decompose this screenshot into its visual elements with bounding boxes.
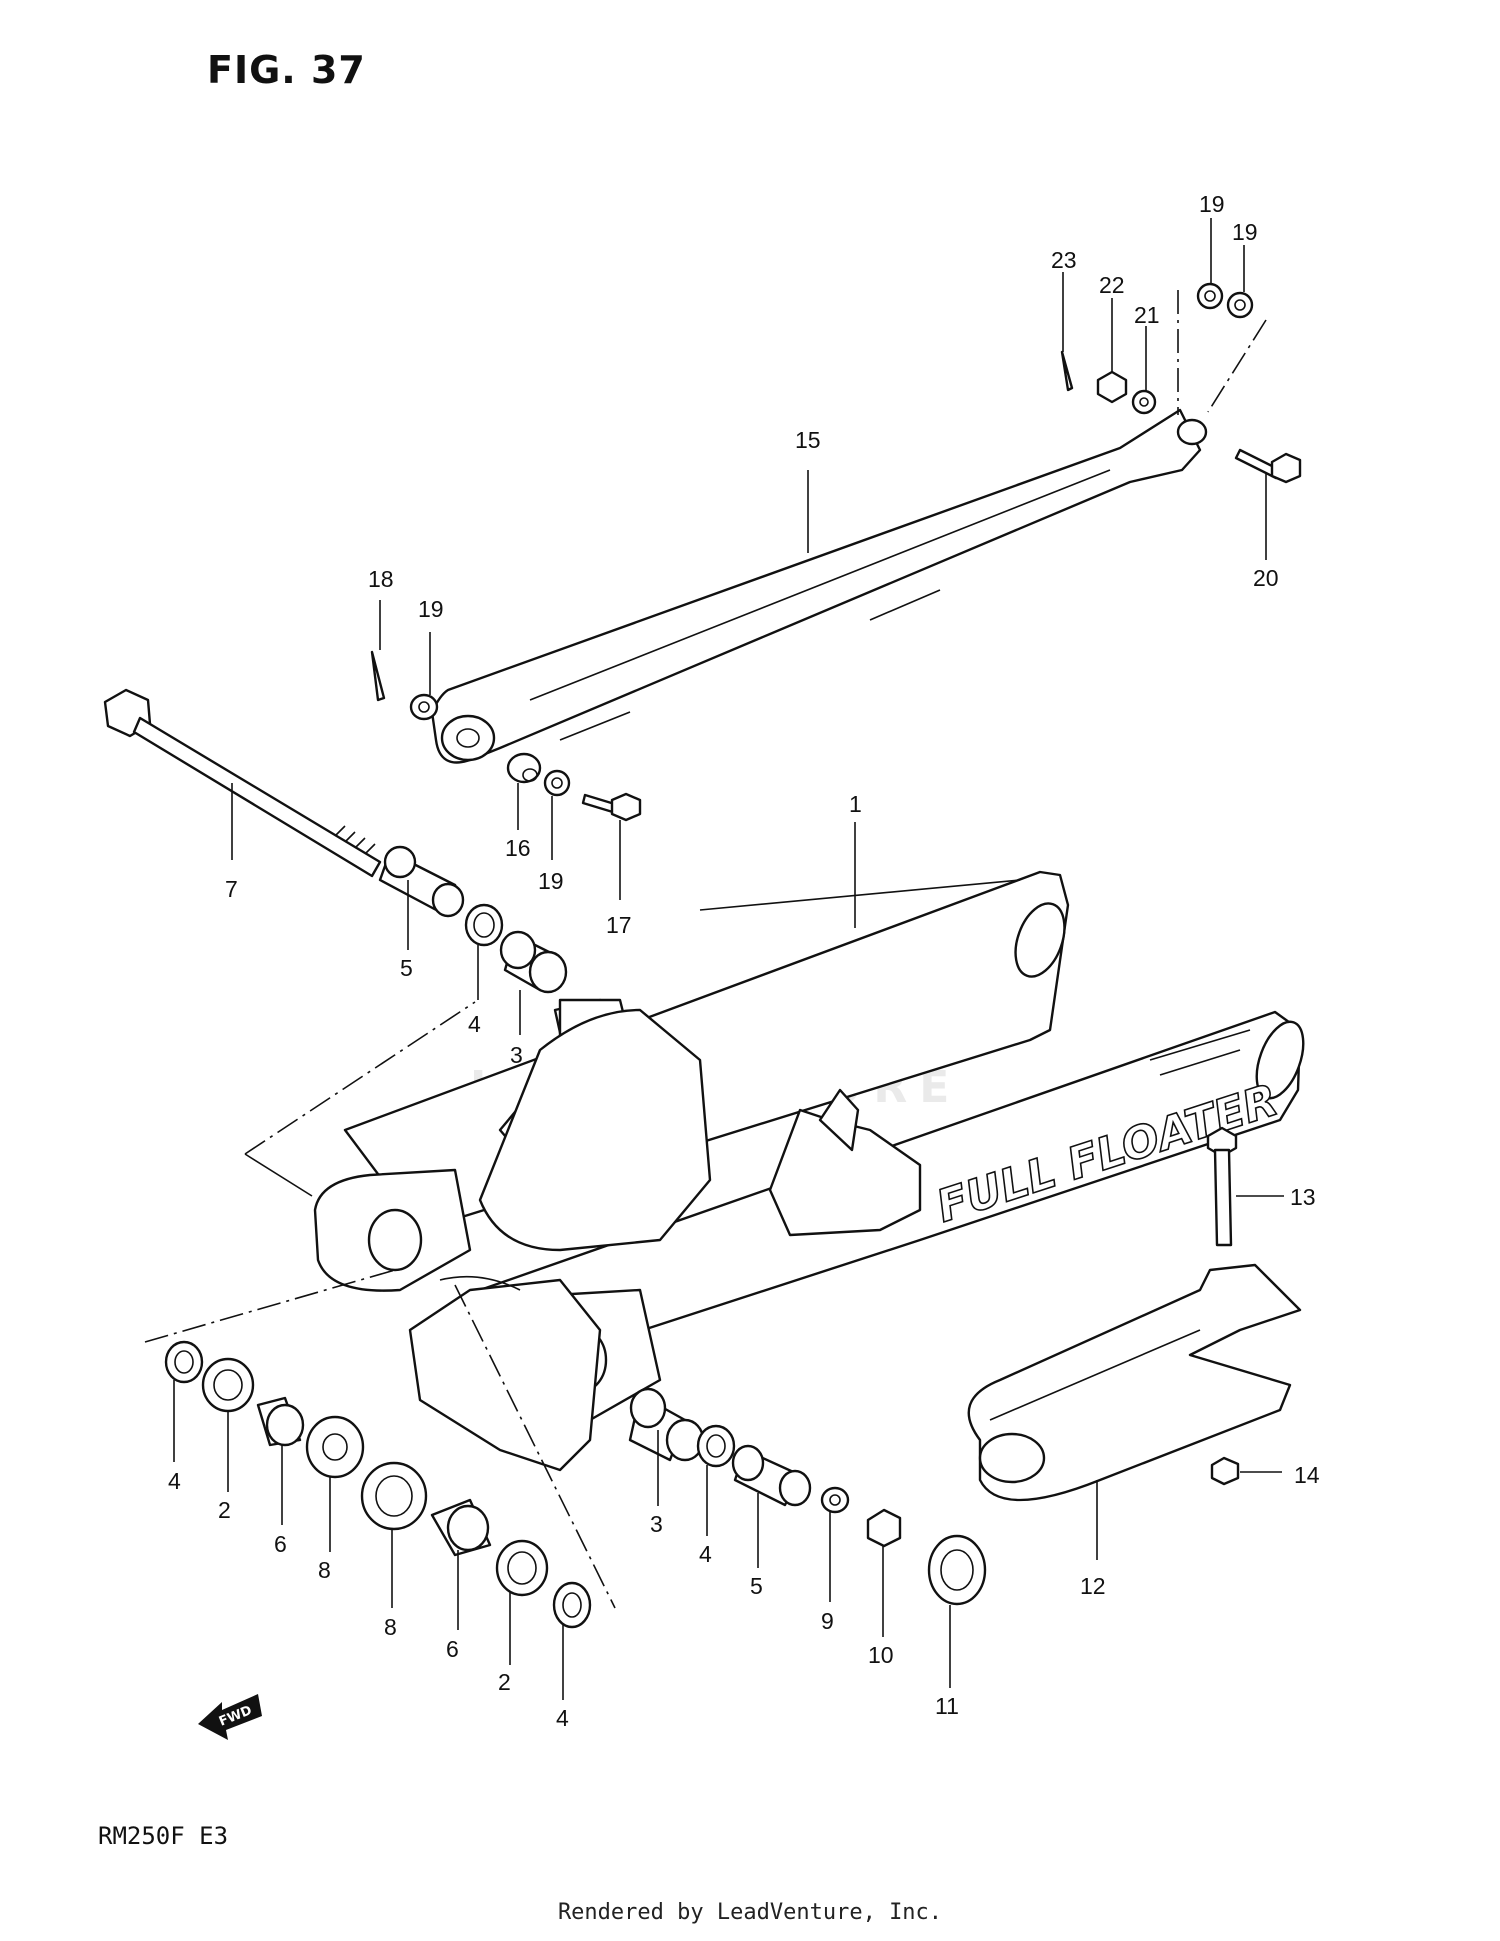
- callout-8-mid: 8: [384, 1614, 397, 1640]
- callout-14: 14: [1294, 1462, 1320, 1488]
- swingarm-part-1: FULL FLOATER: [313, 870, 1305, 1472]
- callout-labels: 1 15 23 22 21 19 19 20 18 19 16 19 17 7 …: [168, 191, 1320, 1731]
- fwd-arrow: FWD: [198, 1694, 262, 1740]
- callout-2-mid: 2: [498, 1669, 511, 1695]
- callout-19-top-b: 19: [1232, 219, 1258, 245]
- hardware-parts: [164, 282, 1302, 1629]
- callout-5-right: 5: [750, 1573, 763, 1599]
- callout-19-top-a: 19: [1199, 191, 1225, 217]
- callout-4-left: 4: [168, 1468, 181, 1494]
- callout-7: 7: [225, 876, 238, 902]
- pivot-bolt-part-7: [103, 688, 382, 878]
- callout-4-top: 4: [468, 1011, 481, 1037]
- chain-guide-part-12: [967, 1263, 1302, 1502]
- callout-18: 18: [368, 566, 394, 592]
- callout-6-mid: 6: [446, 1636, 459, 1662]
- callout-16: 16: [505, 835, 531, 861]
- callout-22: 22: [1099, 272, 1125, 298]
- callout-13: 13: [1290, 1184, 1316, 1210]
- callout-4-mid: 4: [556, 1705, 569, 1731]
- callout-19-mid: 19: [538, 868, 564, 894]
- callout-5-top: 5: [400, 955, 413, 981]
- figure-title: FIG. 37: [207, 48, 366, 92]
- callout-4-right: 4: [699, 1541, 712, 1567]
- callout-20: 20: [1253, 565, 1279, 591]
- leader-lines: [144, 218, 1284, 1700]
- model-code: RM250F E3: [98, 1822, 229, 1850]
- footer-credit: Rendered by LeadVenture, Inc.: [557, 1900, 943, 1925]
- callout-3-top: 3: [510, 1042, 523, 1068]
- callout-21: 21: [1134, 302, 1160, 328]
- callout-15: 15: [795, 427, 821, 453]
- torque-rod-part-15: [430, 408, 1208, 764]
- callout-8-left: 8: [318, 1557, 331, 1583]
- callout-19-left: 19: [418, 596, 444, 622]
- callout-3-right: 3: [650, 1511, 663, 1537]
- callout-1: 1: [849, 791, 862, 817]
- callout-11: 11: [935, 1693, 959, 1719]
- callout-6-left: 6: [274, 1531, 287, 1557]
- callout-2-left: 2: [218, 1497, 231, 1523]
- callout-17: 17: [606, 912, 632, 938]
- callout-12: 12: [1080, 1573, 1106, 1599]
- callout-23: 23: [1051, 247, 1077, 273]
- callout-9: 9: [821, 1608, 834, 1634]
- callout-10: 10: [868, 1642, 894, 1668]
